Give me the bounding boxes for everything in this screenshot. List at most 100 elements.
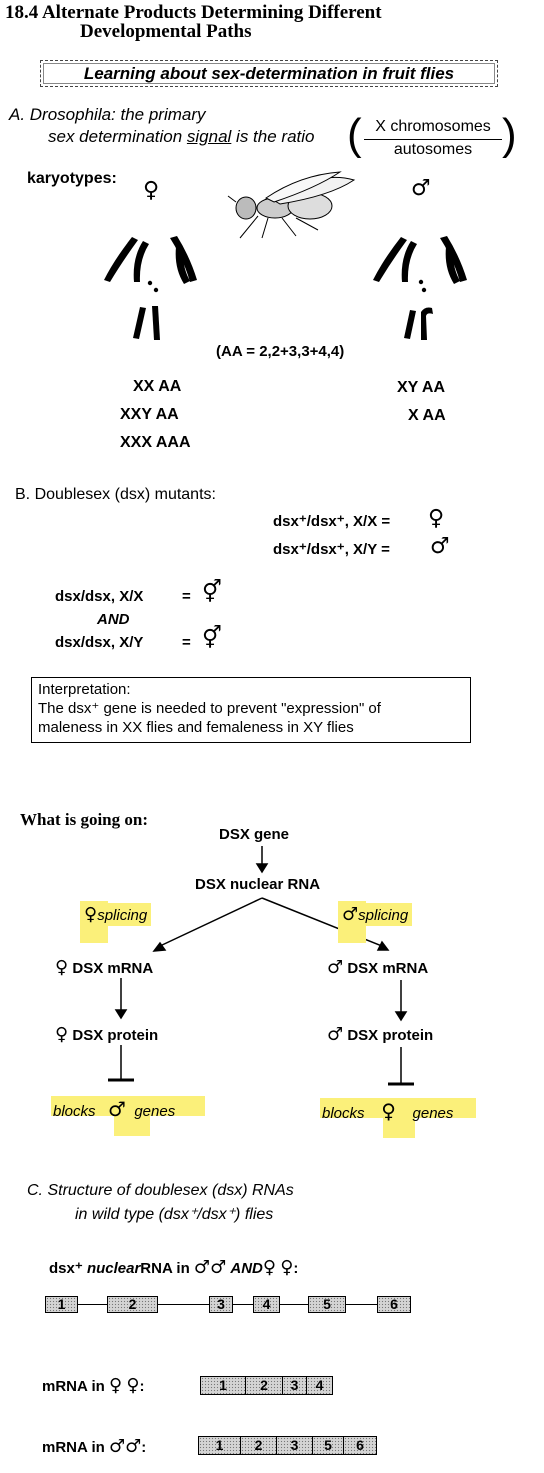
male-symbol-icon: ♂ [193, 1257, 211, 1278]
female-symbol-icon: ♀ [262, 1257, 277, 1278]
splicing-text: splicing [97, 907, 148, 924]
interpretation-line1: The dsx⁺ gene is needed to prevent "expr… [38, 700, 381, 717]
dsx-nuclear-rna-node: DSX nuclear RNA [195, 876, 321, 893]
male-symbol-icon: ♂ [327, 957, 344, 978]
interpretation-box: Interpretation: The dsx⁺ gene is needed … [31, 677, 471, 743]
female-symbol-icon: ♀ [428, 506, 445, 531]
dsx-gene-node: DSX gene [219, 826, 290, 843]
text-post: is the ratio [231, 127, 315, 146]
genes-text: genes [134, 1103, 176, 1120]
text-pre: sex determination [48, 127, 187, 146]
page-title-line2: Developmental Paths [80, 21, 252, 42]
pathway-heading: What is going on: [20, 810, 148, 829]
female-blocks-highlight-tab [114, 1096, 150, 1136]
section-b-heading: B. Doublesex (dsx) mutants: [15, 486, 216, 503]
male-karyotype-2: X AA [408, 407, 446, 424]
male-mrna-exon: 2 [240, 1436, 277, 1455]
section-c-heading: C. Structure of doublesex (dsx) RNAs [27, 1182, 294, 1199]
female-symbol-icon: ♀ [381, 1099, 396, 1123]
protein-text: DSX protein [72, 1027, 159, 1044]
mutant-xy-genotype: dsx/dsx, X/Y [55, 634, 144, 651]
male-symbol-icon: ♂ [430, 534, 450, 559]
ratio-left-paren: ( [347, 110, 362, 159]
male-blocks-highlight-tab [383, 1098, 415, 1138]
mrna-in-text: mRNA in [42, 1439, 105, 1456]
wt-female-genotype: dsx⁺/dsx⁺, X/X = [273, 513, 391, 530]
exon-box: 2 [107, 1296, 158, 1313]
female-blocks-label: blocks ♂ genes [53, 1097, 175, 1121]
aa-note: (AA = 2,2+3,3+4,4) [216, 343, 345, 360]
male-symbol-icon: ♂ [125, 1436, 142, 1457]
mrna-text: DSX mRNA [347, 960, 429, 977]
intersex-symbol-icon: ⚥ [202, 580, 222, 605]
intersex-symbol-icon: ⚥ [202, 626, 222, 651]
blocks-text: blocks [322, 1105, 365, 1122]
colon-text: : [293, 1260, 299, 1277]
female-symbol-icon: ♀ [143, 178, 160, 203]
male-mrna-exon: 3 [276, 1436, 313, 1455]
fruit-fly-icon [227, 171, 356, 239]
ratio-denominator: autosomes [393, 141, 473, 158]
female-mrna-node: ♀ DSX mRNA [55, 957, 153, 978]
blocks-text: blocks [53, 1103, 96, 1120]
splicing-text: splicing [358, 907, 409, 924]
male-mrna-exon: 1 [198, 1436, 241, 1455]
female-mrna-exon: 2 [245, 1376, 283, 1395]
section-c-subheading: in wild type (dsx⁺/dsx⁺) flies [75, 1206, 274, 1223]
colon-text: : [139, 1378, 145, 1395]
karyotypes-label: karyotypes: [27, 170, 117, 187]
nuclear-rna-label: dsx⁺ nuclearRNA in ♂♂ AND♀ ♀: [49, 1257, 298, 1278]
female-splicing-label: ♀splicing [80, 903, 152, 926]
dsx-plus-text: dsx⁺ [49, 1260, 87, 1277]
male-mrna-label: mRNA in ♂♂: [42, 1436, 146, 1457]
male-splicing-label: ♂splicing [338, 903, 413, 926]
female-symbol-icon: ♀ [108, 1375, 123, 1396]
exon-box: 4 [253, 1296, 280, 1313]
equals-sign: = [182, 634, 191, 651]
female-chromosomes-icon [104, 236, 197, 340]
genes-text: genes [412, 1105, 454, 1122]
mrna-in-text: mRNA in [42, 1378, 105, 1395]
male-mrna-exon: 5 [312, 1436, 344, 1455]
female-protein-node: ♀ DSX protein [55, 1024, 158, 1045]
female-mrna-exon: 3 [282, 1376, 307, 1395]
female-mrna-label: mRNA in ♀ ♀: [42, 1375, 145, 1396]
female-symbol-icon: ♀ [280, 1257, 294, 1278]
rna-in-text: RNA in [140, 1260, 190, 1277]
male-protein-node: ♂ DSX protein [327, 1024, 433, 1045]
male-symbol-icon: ♂ [210, 1257, 227, 1278]
nuclear-text: nuclear [86, 1260, 141, 1277]
exon-box: 5 [308, 1296, 346, 1313]
male-karyotype-1: XY AA [397, 379, 446, 396]
male-mrna-node: ♂ DSX mRNA [327, 957, 428, 978]
and-label: AND [97, 611, 130, 628]
interpretation-title: Interpretation: [38, 681, 131, 698]
equals-sign: = [182, 588, 191, 605]
exon-box: 3 [209, 1296, 233, 1313]
male-mrna-exon: 6 [343, 1436, 377, 1455]
exon-box: 6 [377, 1296, 411, 1313]
male-symbol-icon: ♂ [411, 176, 431, 201]
ratio-bar [364, 139, 502, 140]
male-symbol-icon: ♂ [327, 1024, 344, 1045]
female-karyotype-1: XX AA [133, 378, 182, 395]
female-symbol-icon: ♀ [84, 904, 98, 925]
section-a-line2: sex determination signal is the ratio [48, 127, 314, 147]
female-karyotype-2: XXY AA [120, 406, 179, 423]
page-title: 18.4 Alternate Products Determining Diff… [5, 2, 382, 23]
male-symbol-icon: ♂ [342, 904, 359, 925]
male-symbol-icon: ♂ [108, 1097, 126, 1121]
protein-text: DSX protein [347, 1027, 434, 1044]
mrna-text: DSX mRNA [72, 960, 154, 977]
interpretation-line2: maleness in XX flies and femaleness in X… [38, 719, 354, 736]
subtitle-box: Learning about sex-determination in frui… [40, 60, 498, 87]
female-karyotype-3: XXX AAA [120, 434, 191, 451]
female-symbol-icon: ♀ [55, 957, 69, 978]
wt-male-genotype: dsx⁺/dsx⁺, X/Y = [273, 541, 390, 558]
female-symbol-icon: ♀ [126, 1375, 140, 1396]
female-symbol-icon: ♀ [55, 1024, 69, 1045]
male-chromosomes-icon [373, 236, 467, 340]
male-blocks-label: blocks ♀ genes [322, 1099, 453, 1123]
colon-text: : [141, 1439, 147, 1456]
